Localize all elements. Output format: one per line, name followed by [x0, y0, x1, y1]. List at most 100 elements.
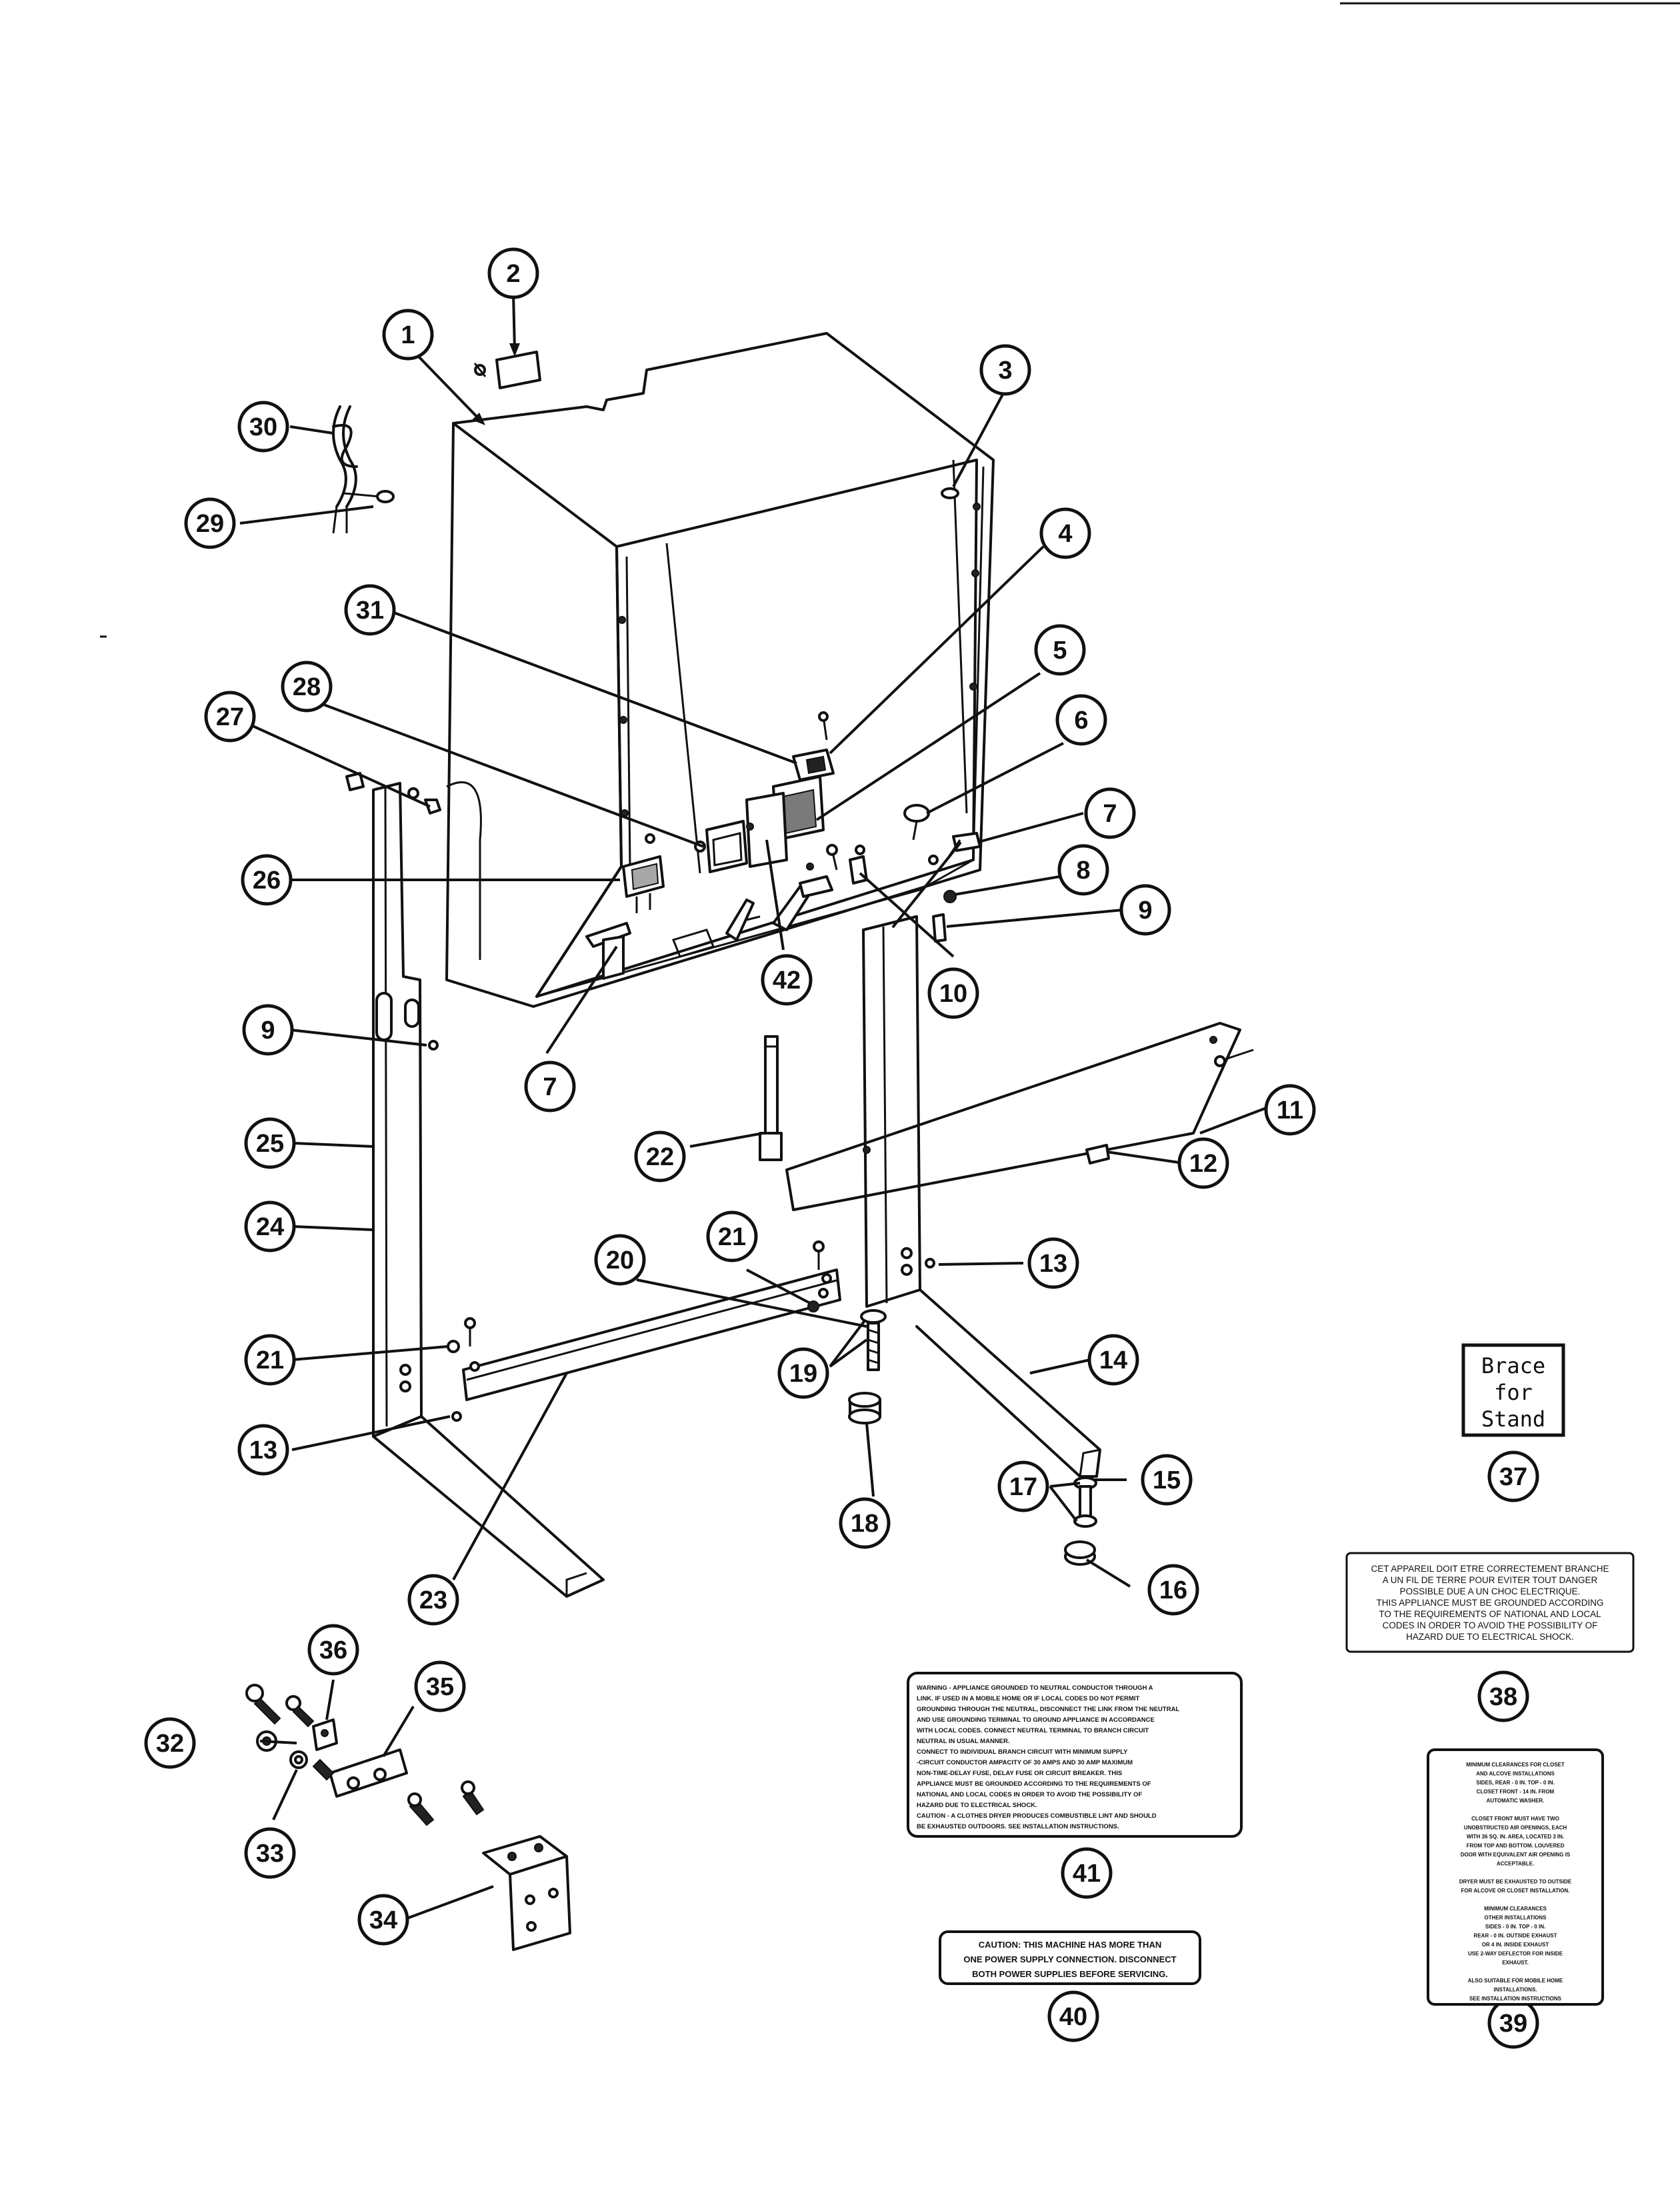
callout-number: 29 — [196, 510, 224, 538]
callout-22: 22 — [634, 1130, 686, 1182]
leveling-legs — [848, 1309, 1097, 1566]
callout-32: 32 — [144, 1717, 196, 1769]
callout-circle — [1147, 1564, 1199, 1616]
label-line: SIDES - 0 IN. TOP - 0 IN. — [1485, 1924, 1545, 1930]
callout-30: 30 — [237, 401, 289, 453]
label-line: NON-TIME-DELAY FUSE, DELAY FUSE OR CIRCU… — [917, 1770, 1122, 1777]
label-line: EXHAUST. — [1502, 1960, 1529, 1966]
label-line: UNOBSTRUCTED AIR OPENINGS, EACH — [1464, 1825, 1567, 1831]
callout-number: 12 — [1189, 1150, 1217, 1178]
callout-number: 9 — [261, 1017, 275, 1045]
label-line: A UN FIL DE TERRE POUR EVITER TOUT DANGE… — [1383, 1575, 1598, 1585]
callout-circle — [979, 344, 1031, 396]
callout-circle — [307, 1624, 359, 1676]
label-line: POSSIBLE DUE A UN CHOC ELECTRIQUE. — [1400, 1586, 1581, 1596]
label-line: SEE INSTALLATION INSTRUCTIONS — [1469, 1996, 1562, 2002]
label-40-text: CAUTION: THIS MACHINE HAS MORE THAN ONE P… — [963, 1940, 1176, 1979]
callout-number: 2 — [506, 260, 520, 288]
callout-number: 13 — [1039, 1250, 1067, 1278]
callout-circle — [1061, 1847, 1113, 1899]
callout-18: 18 — [839, 1497, 891, 1549]
callout-number: 10 — [939, 980, 967, 1008]
callout-number: 7 — [543, 1073, 557, 1101]
callout-circle — [927, 967, 979, 1019]
callout-2: 2 — [487, 247, 539, 299]
top-panel — [785, 1022, 1254, 1211]
label-line: GROUNDING THROUGH THE NEUTRAL, DISCONNEC… — [917, 1706, 1179, 1713]
label-line: BOTH POWER SUPPLIES BEFORE SERVICING. — [972, 1969, 1168, 1979]
callout-9: 9 — [242, 1004, 294, 1056]
label-line: OTHER INSTALLATIONS — [1484, 1915, 1547, 1921]
callout-15: 15 — [1141, 1454, 1193, 1506]
callout-37: 37 — [1487, 1450, 1539, 1502]
callout-circle — [997, 1460, 1049, 1512]
callout-41: 41 — [1061, 1847, 1113, 1899]
callout-number: 4 — [1058, 520, 1072, 548]
label-line: THIS APPLIANCE MUST BE GROUNDED ACCORDIN… — [1376, 1598, 1603, 1608]
callout-13: 13 — [237, 1424, 289, 1476]
sensor-22 — [759, 1035, 783, 1161]
callout-circle — [1177, 1137, 1229, 1189]
callout-number: 14 — [1099, 1346, 1127, 1374]
callout-7: 7 — [524, 1061, 576, 1112]
callout-13: 13 — [1027, 1237, 1079, 1289]
callout-27: 27 — [204, 691, 256, 743]
callout-circle — [382, 309, 434, 361]
callout-circle — [1087, 1334, 1139, 1386]
callout-number: 25 — [256, 1130, 284, 1158]
callout-20: 20 — [594, 1234, 646, 1286]
callout-circle — [1119, 884, 1171, 936]
label-line: REAR - 0 IN. OUTSIDE EXHAUST — [1474, 1933, 1557, 1939]
terminal-block-assembly — [745, 711, 838, 898]
callout-number: 31 — [356, 597, 384, 625]
label-line: ONE POWER SUPPLY CONNECTION. DISCONNECT — [963, 1954, 1176, 1964]
label-line: CONNECT TO INDIVIDUAL BRANCH CIRCUIT WIT… — [917, 1748, 1128, 1756]
callout-number: 28 — [293, 673, 321, 701]
callout-number: 9 — [1138, 897, 1152, 925]
callout-circle — [634, 1130, 686, 1182]
callout-number: 34 — [369, 1906, 397, 1934]
label-line: CODES IN ORDER TO AVOID THE POSSIBILITY … — [1383, 1620, 1598, 1630]
cross-brace — [447, 1240, 841, 1401]
label-line: CAUTION: THIS MACHINE HAS MORE THAN — [979, 1940, 1161, 1950]
callout-number: 7 — [1103, 800, 1117, 828]
label-line: FROM TOP AND BOTTOM. LOUVERED — [1467, 1843, 1565, 1849]
label-line: -CIRCUIT CONDUCTOR AMPACITY OF 30 AMPS A… — [917, 1759, 1133, 1766]
callout-number: 8 — [1076, 857, 1090, 885]
label-line: DOOR WITH EQUIVALENT AIR OPENING IS — [1461, 1852, 1571, 1858]
callout-number: 42 — [773, 967, 801, 995]
callout-9: 9 — [1119, 884, 1171, 936]
label-line: WITH 36 SQ. IN. AREA, LOCATED 3 IN. — [1467, 1834, 1564, 1840]
callout-4: 4 — [1039, 507, 1091, 559]
callout-circle — [204, 691, 256, 743]
hinge-hardware — [245, 1684, 571, 1951]
callout-number: 41 — [1073, 1860, 1101, 1888]
callout-16: 16 — [1147, 1564, 1199, 1616]
callout-number: 15 — [1153, 1466, 1181, 1494]
callout-circle — [1084, 787, 1136, 839]
callout-10: 10 — [927, 967, 979, 1019]
callout-number: 21 — [256, 1346, 284, 1374]
callout-circle — [1141, 1454, 1193, 1506]
callout-circle — [344, 584, 396, 636]
callout-number: 19 — [789, 1360, 817, 1388]
callout-6: 6 — [1055, 694, 1107, 746]
callout-number: 5 — [1053, 637, 1067, 665]
label-line: DRYER MUST BE EXHAUSTED TO OUTSIDE — [1459, 1879, 1572, 1885]
callout-circle — [1487, 1450, 1539, 1502]
brace-for-stand-label: Brace for Stand — [1461, 1343, 1565, 1437]
callout-number: 26 — [253, 867, 281, 895]
label-plate-2 — [473, 351, 541, 389]
callout-circle — [244, 1200, 296, 1252]
relay-switch-26 — [622, 833, 665, 913]
callout-circle — [1039, 507, 1091, 559]
callout-number: 40 — [1059, 2003, 1087, 2031]
callout-number: 6 — [1074, 707, 1088, 735]
callout-circle — [242, 1004, 294, 1056]
callout-31: 31 — [344, 584, 396, 636]
callout-34: 34 — [357, 1894, 409, 1946]
callout-circle — [1034, 624, 1086, 676]
label-line: BE EXHAUSTED OUTDOORS. SEE INSTALLATION … — [917, 1823, 1119, 1830]
label-line: INSTALLATIONS. — [1493, 1987, 1537, 1993]
